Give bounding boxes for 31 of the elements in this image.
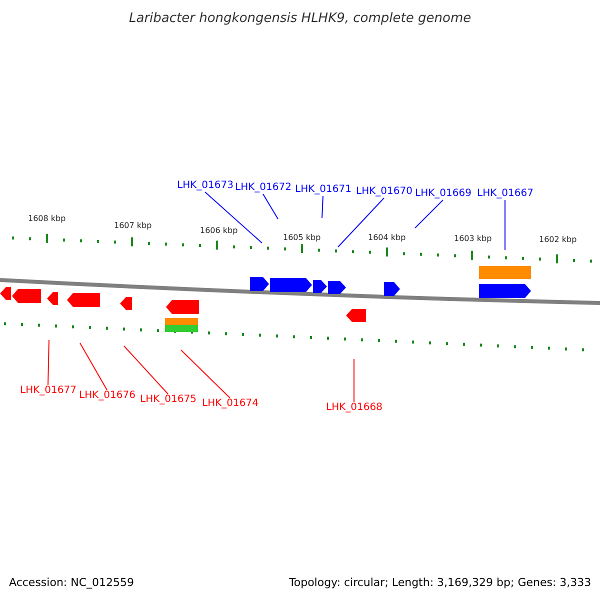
footer-text: Topology: circular; Length: 3,169,329 bp; Genes: 3,333 — [289, 576, 592, 588]
gene-label: LHK_01673 — [177, 181, 234, 191]
gene-label: LHK_01674 — [202, 399, 258, 409]
scale-label: 1605 kbp — [283, 234, 321, 242]
scale-label: 1603 kbp — [454, 235, 492, 243]
gene-label: LHK_01668 — [326, 403, 382, 413]
gene-label: LHK_01671 — [295, 185, 352, 195]
leader-line — [204, 192, 262, 244]
diagram-title: Laribacter hongkongensis HLHK9, complete genome — [129, 12, 472, 24]
scale-label: 1608 kbp — [28, 215, 66, 223]
leader-line — [180, 350, 230, 398]
leader-line — [48, 340, 50, 386]
gene-label: LHK_01672 — [235, 183, 292, 193]
gene-label: LHK_01675 — [140, 395, 196, 405]
leader-line — [414, 200, 444, 228]
leader-line — [262, 194, 278, 220]
scale-label: 1604 kbp — [368, 234, 406, 242]
leader-line — [322, 196, 324, 218]
scale-label: 1607 kbp — [114, 222, 152, 230]
footer-text: Accession: NC_012559 — [9, 576, 134, 588]
gene-label: LHK_01669 — [415, 189, 472, 199]
leader-line — [124, 346, 168, 394]
leader-line — [504, 200, 506, 250]
scale-label: 1606 kbp — [200, 227, 238, 235]
gene-label: LHK_01670 — [356, 187, 412, 197]
gene-label: LHK_01676 — [79, 391, 136, 401]
leader-line — [80, 342, 108, 390]
leader-line — [338, 198, 384, 248]
gene-label: LHK_01677 — [20, 386, 76, 396]
gene-label: LHK_01667 — [477, 189, 534, 199]
scale-label: 1602 kbp — [539, 236, 577, 244]
